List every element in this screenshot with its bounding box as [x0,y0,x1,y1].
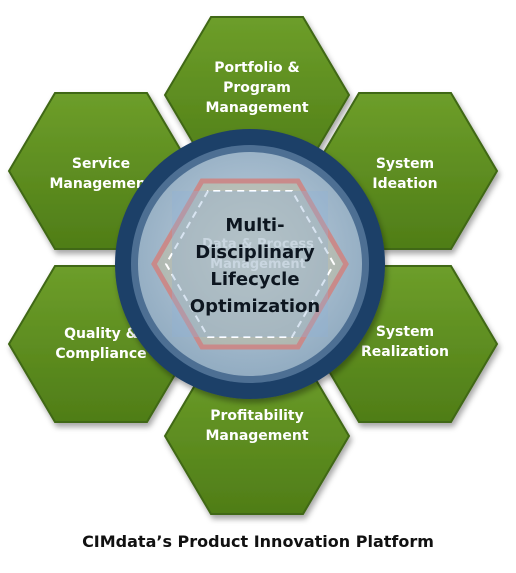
hub-background-label-line: Data & Process [202,237,314,252]
segment-label-line: System [376,156,434,172]
hub-disc [138,152,362,376]
segment-label-line: Management [205,100,308,116]
segment-label-line: Profitability [210,408,304,424]
hub-background-label-line: Management [210,257,306,272]
hub-inner-panel [172,191,328,337]
lifecycle-diagram: Portfolio &ProgramManagementSystemIdeati… [7,16,499,515]
hub-label-line: Disciplinary [195,242,315,263]
hub-hexagon [151,178,349,350]
segment-label-line: Quality & [64,326,138,342]
segment-label-line: System [376,324,434,340]
segment-label-line: Ideation [372,176,437,192]
hub-dashed-hexagon [164,190,336,338]
segment-label-line: Management [49,176,152,192]
hub-label-line: Lifecycle [210,269,299,290]
hub-label-line: Multi- [225,215,284,236]
segment-label-line: Program [223,80,291,96]
segment-label-line: Management [205,428,308,444]
segment-label-line: Realization [361,344,449,360]
segment-label-line: Service [72,156,130,172]
segment-label-line: Portfolio & [214,60,299,76]
segment-label-line: Compliance [55,346,146,362]
caption: CIMdata’s Product Innovation Platform [82,532,434,551]
hub-label-line: Optimization [190,296,320,317]
